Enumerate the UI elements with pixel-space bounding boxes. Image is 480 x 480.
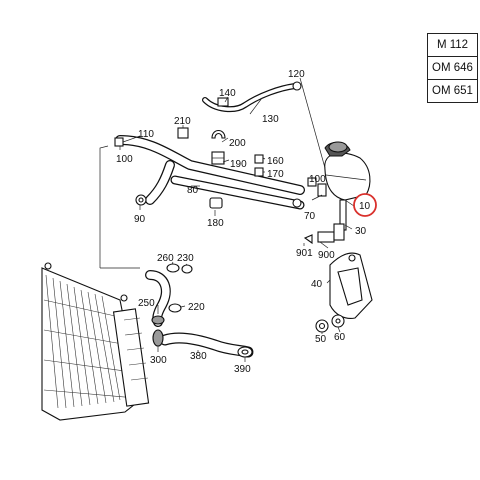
clamp-220 <box>168 303 182 313</box>
label-901: 901 <box>296 248 313 259</box>
clamp-70 <box>317 183 327 197</box>
bracket-40 <box>329 252 373 319</box>
clamp-90 <box>135 194 147 206</box>
clamp-390 <box>237 346 253 358</box>
hose-80 <box>115 135 305 210</box>
label-80: 80 <box>187 185 199 196</box>
label-100b: 100 <box>309 174 326 185</box>
label-260: 260 <box>157 253 174 264</box>
label-110: 110 <box>138 129 154 140</box>
clamp-230 <box>181 264 193 274</box>
washer-60 <box>331 314 345 328</box>
sensor-900 <box>303 223 345 245</box>
highlight-circle <box>353 193 377 217</box>
label-300: 300 <box>150 355 167 366</box>
label-160: 160 <box>267 156 284 167</box>
label-50: 50 <box>315 334 327 345</box>
highlight-part-10[interactable]: 10 <box>344 193 377 217</box>
clip-190 <box>211 151 225 165</box>
clamp-300 <box>151 315 165 347</box>
label-900: 900 <box>318 250 335 261</box>
label-10: 10 <box>359 201 371 212</box>
engine-code-m112[interactable]: M 112 <box>427 33 478 57</box>
engine-code-om651[interactable]: OM 651 <box>427 79 478 103</box>
label-390: 390 <box>234 364 251 375</box>
label-200: 200 <box>229 138 246 149</box>
label-210: 210 <box>174 116 191 127</box>
label-220: 220 <box>188 302 205 313</box>
label-30: 30 <box>355 226 367 237</box>
label-90: 90 <box>134 214 146 225</box>
label-140: 140 <box>219 88 236 99</box>
engine-code-om646[interactable]: OM 646 <box>427 56 478 80</box>
label-230: 230 <box>177 253 194 264</box>
hose-130 <box>202 81 302 113</box>
label-100a: 100 <box>116 154 133 165</box>
clip-200 <box>211 129 226 139</box>
label-60: 60 <box>334 332 346 343</box>
clamp-260 <box>166 263 180 273</box>
label-190: 190 <box>230 159 247 170</box>
label-250: 250 <box>138 298 155 309</box>
label-120: 120 <box>288 69 305 80</box>
label-70: 70 <box>304 211 316 222</box>
radiator <box>41 262 150 421</box>
clip-100a <box>114 137 124 147</box>
cap-180 <box>209 197 223 209</box>
bracket-lines <box>99 145 140 269</box>
label-380: 380 <box>190 351 207 362</box>
label-40: 40 <box>311 279 323 290</box>
clip-160-170 <box>254 154 264 177</box>
label-170: 170 <box>267 169 284 180</box>
engine-code-table: M 112 OM 646 OM 651 <box>427 33 478 103</box>
label-180: 180 <box>207 218 224 229</box>
nut-50 <box>315 319 329 333</box>
hose-380 <box>159 332 254 358</box>
expansion-tank <box>324 141 371 231</box>
clip-70b <box>292 198 302 208</box>
part-labels: 120 140 130 210 110 200 100 190 160 170 … <box>116 69 367 375</box>
fitting-210 <box>177 127 189 139</box>
label-130: 130 <box>262 114 279 125</box>
leader-lines <box>119 77 353 362</box>
